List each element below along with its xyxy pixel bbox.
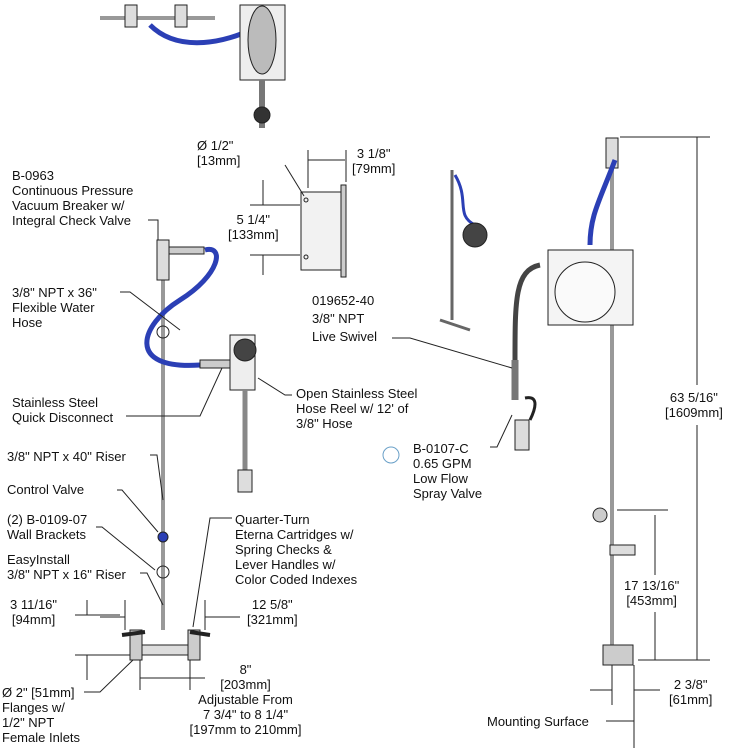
label-line: Color Coded Indexes <box>235 572 358 587</box>
label-line: Lever Handles w/ <box>235 557 336 572</box>
label-line: B-0963 <box>12 168 54 183</box>
label-line: (2) B-0109-07 <box>7 512 88 527</box>
label-line: 8" <box>239 662 252 677</box>
label-line: 7 3/4" to 8 1/4" <box>202 707 289 722</box>
label-line: [197mm to 210mm] <box>189 722 302 737</box>
label-line: Vacuum Breaker w/ <box>12 198 125 213</box>
label-line: Eterna Cartridges w/ <box>235 527 354 542</box>
dimension-17-13-16: 17 13/16"[453mm] <box>624 578 679 608</box>
label-line: 3/8" Hose <box>296 416 353 431</box>
label-line: EasyInstall <box>7 552 70 567</box>
label-line: Low Flow <box>413 471 468 486</box>
label-line: Spring Checks & <box>235 542 332 557</box>
label-line: 1/2" NPT <box>2 715 55 730</box>
label-line: 3/8" NPT <box>312 311 365 326</box>
label-line: [94mm] <box>11 612 56 627</box>
label-line: B-0107-C <box>413 441 469 456</box>
label-line: [133mm] <box>228 227 279 242</box>
label-line: Flexible Water <box>12 300 95 315</box>
label-line: Quarter-Turn <box>235 512 310 527</box>
label-line: Open Stainless Steel <box>296 386 418 401</box>
dimension-dia-half: Ø 1/2"[13mm] <box>197 138 240 168</box>
dimension-3-11-16: 3 11/16"[94mm] <box>10 597 57 627</box>
label-line: Live Swivel <box>312 329 378 344</box>
dimension-2-3-8: 2 3/8"[61mm] <box>669 677 712 707</box>
dimension-12-5-8: 12 5/8"[321mm] <box>247 597 298 627</box>
label-riser-40: 3/8" NPT x 40" Riser <box>7 449 126 464</box>
label-line: Flanges w/ <box>2 700 65 715</box>
label-line: 2 3/8" <box>673 677 708 692</box>
label-line: Control Valve <box>7 482 85 497</box>
label-line: Ø 2" [51mm] <box>2 685 75 700</box>
label-line: 3 11/16" <box>10 597 58 612</box>
dimension-63-5-16: 63 5/16"[1609mm] <box>665 390 723 420</box>
right-assembly <box>382 136 710 748</box>
dimension-3-1-8: 3 1/8"[79mm] <box>352 146 395 176</box>
label-line: Female Inlets <box>2 730 81 745</box>
label-line: 17 13/16" <box>624 578 680 593</box>
left-assembly <box>75 219 292 693</box>
thumbnail-view <box>439 170 488 332</box>
top-partial-view <box>100 4 286 128</box>
label-line: Stainless Steel <box>12 395 98 410</box>
label-line: Spray Valve <box>413 486 483 501</box>
label-line: Continuous Pressure <box>12 183 134 198</box>
label-line: 3/8" NPT x 40" Riser <box>7 449 126 464</box>
label-control-valve: Control Valve <box>7 482 84 497</box>
label-line: [203mm] <box>220 677 271 692</box>
label-line: Mounting Surface <box>487 714 589 729</box>
label-line: [1609mm] <box>665 405 723 420</box>
label-line: Hose <box>12 315 43 330</box>
label-line: 3/8" NPT x 16" Riser <box>7 567 126 582</box>
label-line: [61mm] <box>669 692 713 707</box>
label-line: 12 5/8" <box>251 597 293 612</box>
label-line: [453mm] <box>626 593 677 608</box>
label-line: Integral Check Valve <box>12 213 131 228</box>
label-line: 0.65 GPM <box>413 456 472 471</box>
label-line: Adjustable From <box>198 692 293 707</box>
label-line: [13mm] <box>197 153 241 168</box>
label-line: Wall Brackets <box>7 527 86 542</box>
label-line: [321mm] <box>247 612 298 627</box>
mounting-plate <box>250 150 347 278</box>
dimension-5-1-4: 5 1/4"[133mm] <box>228 212 279 242</box>
label-line: 019652-40 <box>312 293 375 308</box>
label-line: Hose Reel w/ 12' of <box>296 401 409 416</box>
label-line: 5 1/4" <box>236 212 271 227</box>
label-line: [79mm] <box>352 161 396 176</box>
label-line: 3/8" NPT x 36" <box>12 285 97 300</box>
label-line: 63 5/16" <box>669 390 718 405</box>
label-line: 3 1/8" <box>356 146 391 161</box>
label-line: Ø 1/2" <box>197 138 234 153</box>
label-mounting-surface: Mounting Surface <box>487 714 589 729</box>
label-line: Quick Disconnect <box>12 410 114 425</box>
label-live-swivel: 019652-40 3/8" NPT Live Swivel <box>312 292 377 346</box>
